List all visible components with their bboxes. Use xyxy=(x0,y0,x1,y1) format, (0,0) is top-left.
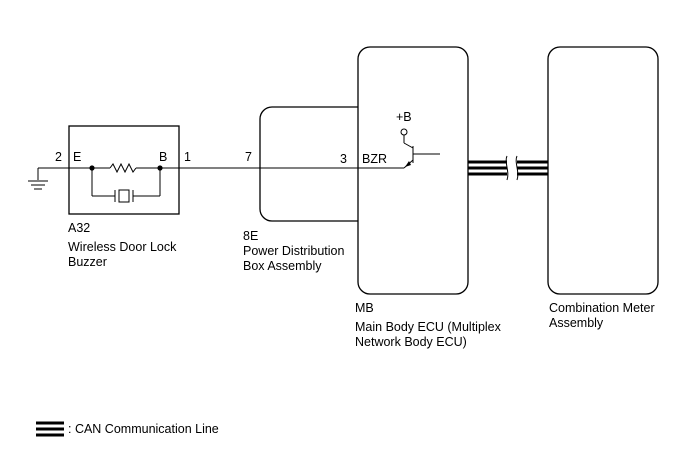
power-box-pin-number: 7 xyxy=(245,150,252,164)
ecu-pin-label: BZR xyxy=(362,152,387,166)
main-body-ecu-box xyxy=(357,46,469,295)
legend-can-line-icon xyxy=(36,421,64,437)
power-distribution-box xyxy=(259,106,371,222)
buzzer-pin-e-number: 2 xyxy=(55,150,62,164)
buzzer-name-line1: Wireless Door Lock xyxy=(68,240,177,254)
can-line xyxy=(468,155,548,181)
ground-icon xyxy=(28,168,48,190)
ecu-code: MB xyxy=(355,301,374,315)
meter-name-line1: Combination Meter xyxy=(549,301,655,315)
power-box-name-line2: Box Assembly xyxy=(243,259,322,273)
ecu-name-line2: Network Body ECU) xyxy=(355,335,467,349)
buzzer-code: A32 xyxy=(68,221,90,235)
combination-meter-box xyxy=(547,46,659,295)
buzzer-terminal-b-label: B xyxy=(159,150,167,164)
ecu-supply-label: +B xyxy=(396,110,412,124)
power-box-code: 8E xyxy=(243,229,258,243)
power-box-name-line1: Power Distribution xyxy=(243,244,344,258)
buzzer-name-line2: Buzzer xyxy=(68,255,107,269)
buzzer-internal-circuit xyxy=(69,162,179,203)
buzzer-pin-b-number: 1 xyxy=(184,150,191,164)
transistor-icon xyxy=(400,128,440,169)
meter-name-line2: Assembly xyxy=(549,316,604,330)
buzzer-terminal-e-label: E xyxy=(73,150,81,164)
ecu-pin-number: 3 xyxy=(340,152,347,166)
ecu-name-line1: Main Body ECU (Multiplex xyxy=(355,320,502,334)
legend-can-line-label: : CAN Communication Line xyxy=(68,422,219,436)
